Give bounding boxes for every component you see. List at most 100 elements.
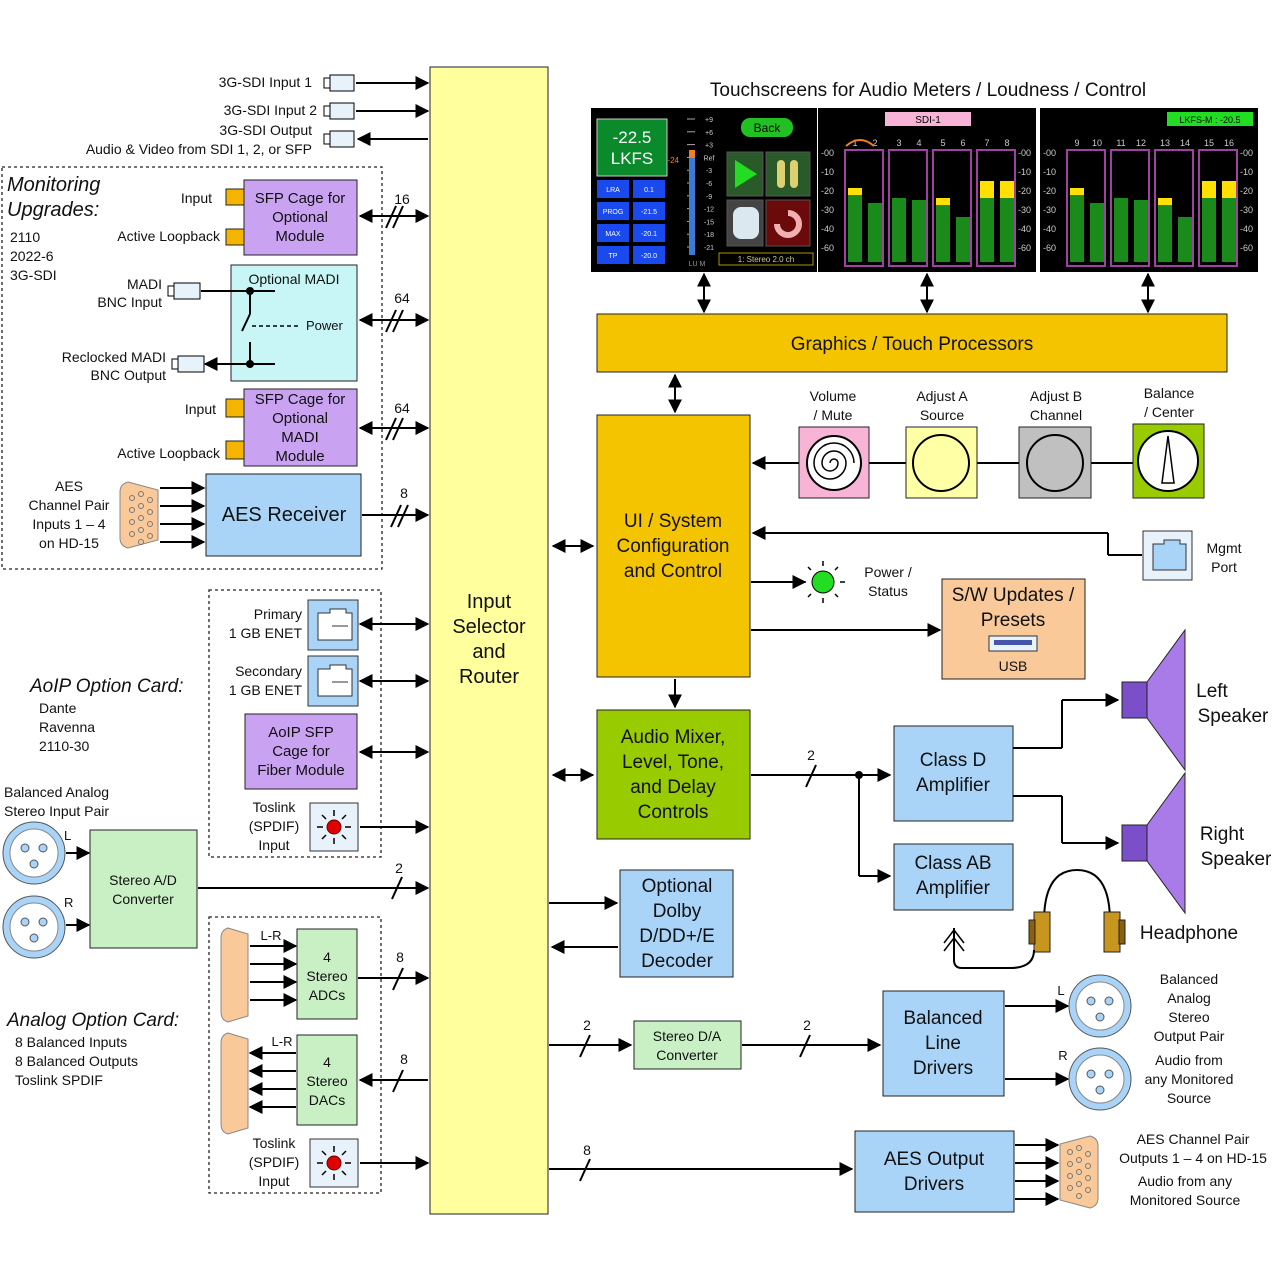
back-button[interactable] [741, 118, 793, 137]
meter-scale-right: -10 [1018, 167, 1031, 177]
svg-text:3G-SDI Input 2: 3G-SDI Input 2 [224, 102, 318, 118]
meter-scale-right: -30 [1018, 205, 1031, 215]
meter-bar [1000, 198, 1014, 262]
aes-receiver-label: AES Receiver [222, 504, 347, 526]
monitoring-standards: 2110 2022-6 3G-SDI [10, 229, 57, 283]
stat-name: TP [609, 253, 618, 260]
svg-text:Ravenna: Ravenna [39, 719, 95, 735]
svg-text:Drivers: Drivers [904, 1174, 964, 1195]
svg-text:any Monitored: any Monitored [1145, 1071, 1234, 1087]
analog-toslink-label: Toslink (SPDIF) Input [249, 1135, 300, 1189]
monitoring-title: Monitoring Upgrades: [7, 174, 100, 221]
svg-text:DACs: DACs [309, 1092, 346, 1108]
meter-scale-right: -00 [1018, 148, 1031, 158]
stereo-da-converter [633, 1020, 742, 1070]
svg-text:AES Channel Pair: AES Channel Pair [1137, 1131, 1250, 1147]
svg-text:Output Pair: Output Pair [1154, 1028, 1225, 1044]
svg-text:Primary: Primary [254, 606, 302, 622]
svg-text:Selector: Selector [452, 616, 526, 638]
meter-pair-frame [1066, 149, 1106, 267]
svg-text:Stereo A/D: Stereo A/D [109, 872, 177, 888]
adjust-b-channel-knob[interactable] [1018, 426, 1092, 499]
svg-text:Stereo Input Pair: Stereo Input Pair [4, 803, 109, 819]
svg-text:Configuration: Configuration [616, 536, 729, 557]
meter-bar [1134, 200, 1148, 262]
svg-text:Optional: Optional [642, 876, 713, 897]
lkfs-tab: LKFS-M : -20.5 [1179, 115, 1240, 125]
svg-text:Cage for: Cage for [272, 743, 330, 760]
svg-text:3G-SDI Input 1: 3G-SDI Input 1 [219, 74, 313, 90]
svg-text:Input: Input [258, 837, 289, 853]
svg-text:Audio from any: Audio from any [1138, 1173, 1232, 1189]
toslink-port-icon [309, 802, 359, 852]
svg-text:AES Output: AES Output [884, 1149, 985, 1170]
svg-text:3G-SDI Output: 3G-SDI Output [219, 122, 312, 138]
bnc-connector-icon [323, 74, 355, 148]
svg-text:and Control: and Control [624, 561, 722, 582]
stat-name-cell [597, 224, 629, 242]
meter-bar [1090, 203, 1104, 262]
svg-text:Outputs 1 – 4 on HD-15: Outputs 1 – 4 on HD-15 [1119, 1150, 1267, 1166]
svg-text:1 GB ENET: 1 GB ENET [229, 682, 303, 698]
usb-port-icon[interactable] [988, 635, 1038, 652]
scale-label: +9 [705, 117, 713, 124]
pause-icon [777, 160, 785, 188]
channel-label: 14 [1180, 138, 1190, 148]
ethernet-port-icon [307, 599, 359, 707]
svg-text:Audio Mixer,: Audio Mixer, [621, 727, 726, 748]
svg-text:Audio from: Audio from [1155, 1052, 1223, 1068]
svg-text:3G-SDI: 3G-SDI [10, 267, 57, 283]
sw-updates-label: S/W Updates / [952, 585, 1075, 606]
graphics-touch-processors-label: Graphics / Touch Processors [791, 334, 1034, 355]
svg-text:2110-30: 2110-30 [39, 738, 90, 754]
pointer-icon [1161, 435, 1175, 484]
scale-label: -6 [706, 181, 712, 188]
xlr-input-icon [2, 821, 66, 959]
svg-text:Balanced: Balanced [903, 1008, 982, 1029]
sw-updates-presets [941, 578, 1086, 680]
analog-card-title: Analog Option Card: [6, 1010, 179, 1031]
svg-text:Decoder: Decoder [641, 951, 713, 972]
svg-text:(SPDIF): (SPDIF) [249, 1154, 300, 1170]
scale-label: -21 [704, 245, 714, 252]
meter-bar [848, 195, 862, 262]
output-l-label: L [1057, 983, 1064, 998]
svg-text:8 Balanced Inputs: 8 Balanced Inputs [15, 1034, 127, 1050]
adc-lr-label: L-R [261, 928, 282, 943]
touchscreen-meters-sdi[interactable]: SDI-1 -00-00-10-10-20-20-30-30-40-40-60-… [818, 108, 1036, 272]
sfp-cage-module-1-label: SFP Cage for Optional Module [255, 190, 346, 245]
svg-text:BNC Input: BNC Input [97, 294, 162, 310]
meter-scale-right: -20 [1018, 186, 1031, 196]
meter-scale-left: -40 [1043, 224, 1056, 234]
pause-button[interactable] [765, 151, 811, 197]
touchscreen-meters-lkfs[interactable]: LKFS-M : -20.5 -00-00-10-10-20-20-30-30-… [1040, 108, 1258, 272]
meter-scale-right: -40 [1018, 224, 1031, 234]
hd15-connector-icon [119, 481, 159, 549]
play-icon [735, 160, 757, 188]
meter-scale-right: -00 [1240, 148, 1253, 158]
scale-label: Ref [704, 155, 715, 162]
volume-mute-knob[interactable] [798, 426, 870, 499]
adjust-a-source-knob[interactable] [905, 426, 978, 499]
balance-center-knob[interactable] [1132, 423, 1205, 499]
meter-scale-right: -60 [1240, 243, 1253, 253]
channel-label: 4 [916, 138, 921, 148]
svg-text:AoIP SFP: AoIP SFP [268, 724, 334, 741]
svg-text:Class D: Class D [920, 750, 987, 771]
router-label: Input Selector and Router [452, 591, 526, 688]
scale-label: -18 [704, 232, 714, 239]
svg-text:Volume: Volume [810, 388, 857, 404]
meter-scale-left: -60 [1043, 243, 1056, 253]
scale-label: +6 [705, 130, 713, 137]
meter-scale-left: -00 [821, 148, 834, 158]
svg-text:Converter: Converter [112, 891, 174, 907]
svg-text:Audio & Video from SDI 1, 2, o: Audio & Video from SDI 1, 2, or SFP [86, 141, 312, 157]
svg-text:SFP Cage for: SFP Cage for [255, 391, 346, 408]
reset-button[interactable] [765, 199, 811, 247]
svg-text:Reclocked MADI: Reclocked MADI [62, 349, 166, 365]
svg-text:Module: Module [275, 448, 324, 465]
svg-text:Channel Pair: Channel Pair [29, 497, 110, 513]
meter-scale-left: -20 [821, 186, 834, 196]
aoip-option-card-group [208, 589, 382, 858]
